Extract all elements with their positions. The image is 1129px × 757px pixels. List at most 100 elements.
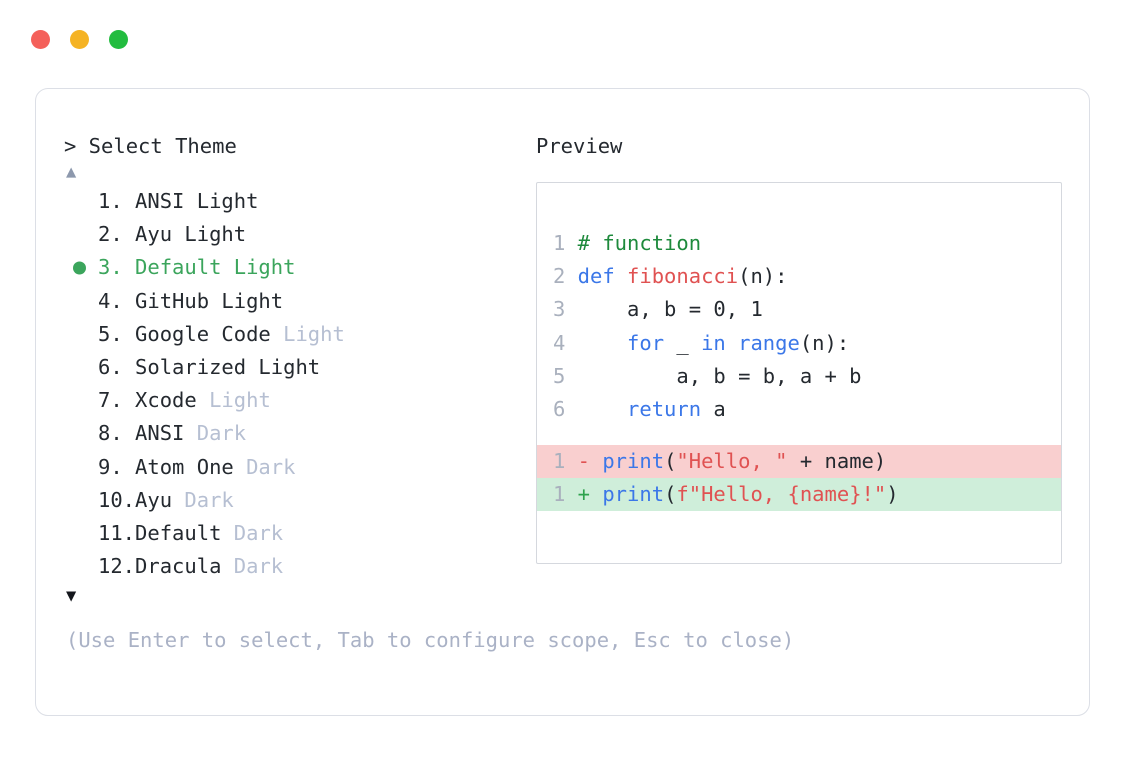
theme-item-name: Dracula <box>122 554 234 579</box>
code-token-plain: _ <box>664 330 702 355</box>
theme-item-number: 7. <box>98 388 123 413</box>
code-token-keyword: for <box>627 330 665 355</box>
diff-marker: + <box>577 482 603 507</box>
selected-bullet-icon <box>73 261 86 275</box>
prompt-caret-icon: > <box>64 134 77 158</box>
theme-item-name: Ayu Light <box>122 222 247 247</box>
preview-title: Preview <box>536 134 623 158</box>
theme-list-item[interactable]: 4. GitHub Light <box>64 285 524 318</box>
theme-item-variant: Dark <box>233 554 284 579</box>
code-line: 6 return a <box>553 393 1061 426</box>
theme-item-text: 11. Default Dark <box>64 517 283 550</box>
theme-item-name: Default Light <box>122 255 296 280</box>
code-token-plain <box>578 397 627 421</box>
code-token-string: f"Hello, {name}!" <box>676 482 887 507</box>
theme-item-text: 9. Atom One Dark <box>64 451 295 484</box>
code-token-keyword: print <box>602 449 665 473</box>
theme-item-number: 10. <box>98 487 136 512</box>
theme-item-name: Xcode <box>122 388 210 413</box>
code-token-string: "Hello, " <box>676 449 788 473</box>
code-line: 5 a, b = b, a + b <box>553 360 1061 393</box>
theme-item-name: Google Code <box>122 321 284 346</box>
maximize-button[interactable] <box>109 30 128 49</box>
theme-list-item[interactable]: 7. Xcode Light <box>64 384 524 417</box>
theme-item-text: 6. Solarized Light <box>64 351 320 384</box>
code-token-plain: a, b = 0, 1 <box>577 297 763 322</box>
theme-item-name: Default <box>122 520 234 545</box>
theme-item-number: 3. <box>98 255 123 280</box>
code-line: 1# function <box>553 227 1061 260</box>
theme-list-item[interactable]: 6. Solarized Light <box>64 351 524 384</box>
code-line: 3 a, b = 0, 1 <box>553 293 1061 326</box>
theme-item-variant: Dark <box>246 454 296 479</box>
code-token-plain <box>726 331 738 355</box>
theme-item-text: 10. Ayu Dark <box>64 484 234 517</box>
theme-item-text: 12. Dracula Dark <box>64 550 283 583</box>
theme-item-name: ANSI Light <box>122 189 259 213</box>
theme-list-item[interactable]: 11. Default Dark <box>64 517 524 550</box>
diff-sample: 1- print("Hello, " + name)1+ print(f"Hel… <box>537 445 1061 512</box>
theme-list-item[interactable]: 10. Ayu Dark <box>64 484 524 517</box>
scroll-up-icon[interactable]: ▲ <box>66 162 77 182</box>
theme-item-variant: Dark <box>196 421 247 446</box>
code-token-comment: # function <box>577 231 702 255</box>
theme-item-name: ANSI <box>122 421 197 446</box>
theme-item-number: 4. <box>98 288 123 313</box>
diff-marker: - <box>577 449 603 473</box>
theme-list-item[interactable]: 12. Dracula Dark <box>64 550 524 583</box>
code-token-plain: a, b = b, a + b <box>577 363 862 388</box>
theme-item-variant: Light <box>283 321 345 346</box>
diff-line-added: 1 + print(f"Hello, {name}!") <box>537 478 1061 512</box>
code-token-func: fibonacci <box>627 264 739 289</box>
theme-item-variant: Dark <box>233 520 284 545</box>
theme-item-name: Ayu <box>122 487 185 512</box>
theme-item-text: 1. ANSI Light <box>64 185 258 218</box>
diff-line-removed: 1- print("Hello, " + name) <box>537 445 1061 479</box>
code-token-plain: (n): <box>738 264 788 289</box>
theme-list-item[interactable]: 2. Ayu Light <box>64 218 524 251</box>
code-token-plain: ( <box>664 482 677 507</box>
theme-item-number: 5. <box>98 321 123 346</box>
scroll-down-icon[interactable]: ▼ <box>66 586 77 607</box>
theme-list-item[interactable]: 9. Atom One Dark <box>64 451 524 484</box>
minimize-button[interactable] <box>70 30 89 49</box>
page-title: Select Theme <box>76 134 237 158</box>
code-line: 4 for _ in range(n): <box>553 327 1061 360</box>
theme-item-number: 11. <box>98 520 136 545</box>
line-number: 1 <box>553 482 566 507</box>
line-number: 2 <box>553 264 566 289</box>
prompt-line: > Select Theme <box>64 133 524 159</box>
theme-item-variant: Dark <box>184 487 234 512</box>
line-number: 3 <box>553 297 566 322</box>
code-token-keyword: range <box>738 330 800 355</box>
code-token-keyword: print <box>602 482 665 507</box>
code-token-plain: (n): <box>799 330 850 355</box>
code-token-plain: ) <box>886 482 899 507</box>
theme-item-text: 3. Default Light <box>64 251 295 284</box>
code-token-keyword: return <box>627 396 702 421</box>
code-token-plain: + name) <box>787 449 887 473</box>
code-token-plain: a <box>701 396 726 421</box>
theme-list-item[interactable]: 1. ANSI Light <box>64 185 524 218</box>
theme-list-item[interactable]: 3. Default Light <box>64 251 524 284</box>
theme-list-item[interactable]: 5. Google Code Light <box>64 318 524 351</box>
line-number: 6 <box>553 396 566 421</box>
theme-item-text: 4. GitHub Light <box>64 285 283 318</box>
window-controls <box>31 30 128 49</box>
theme-list-item[interactable]: 8. ANSI Dark <box>64 417 524 450</box>
theme-item-name: Solarized Light <box>122 354 321 379</box>
theme-item-text: 5. Google Code Light <box>64 318 345 351</box>
line-number: 4 <box>553 330 566 355</box>
theme-item-name: Atom One <box>122 454 247 479</box>
theme-item-number: 1. <box>98 189 123 213</box>
theme-item-variant: Light <box>209 388 271 413</box>
close-button[interactable] <box>31 30 50 49</box>
code-token-plain <box>578 331 627 355</box>
